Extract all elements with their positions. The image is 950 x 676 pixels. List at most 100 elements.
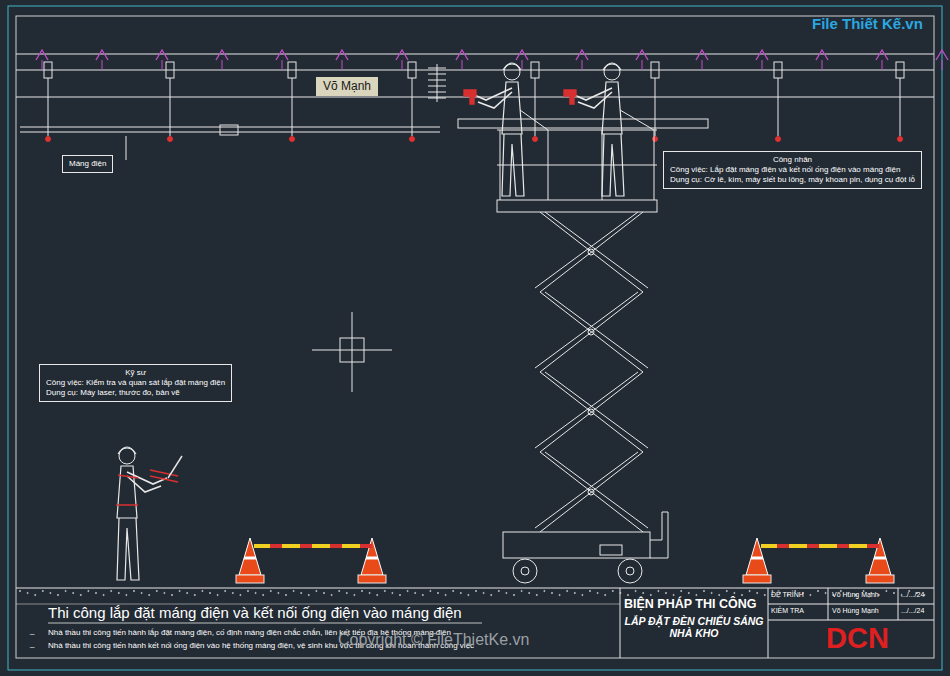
harness-line (520, 110, 548, 130)
ground-hatch (483, 592, 484, 593)
tray-section (458, 119, 708, 128)
ground-hatch (118, 592, 119, 593)
bracket-rod (762, 60, 763, 70)
ground-hatch (255, 592, 256, 593)
ground-hatch (810, 594, 811, 595)
hanger-rod (535, 78, 536, 136)
ground-hatch (696, 594, 697, 595)
bracket-rod (942, 60, 943, 70)
cone-stripe (366, 557, 378, 560)
magenta-bracket (396, 50, 408, 60)
ground-hatch (308, 594, 309, 595)
ground-hatch (719, 594, 720, 595)
magenta-bracket (936, 50, 948, 60)
ground-hatch (361, 590, 362, 591)
ground-hatch (126, 594, 127, 595)
scissor-arm (535, 452, 643, 532)
cone-stripe (874, 557, 886, 560)
magenta-bracket (756, 50, 768, 60)
bracket-rod (402, 60, 403, 70)
ground-hatch (559, 594, 560, 595)
person-legs (502, 134, 524, 196)
person-torso (602, 82, 622, 134)
hanger-end (290, 137, 295, 142)
ground-hatch (65, 590, 66, 591)
ground-hatch (111, 590, 112, 591)
clamp-box (44, 62, 52, 78)
titleblock-cell: Võ Hùng Mạnh (832, 607, 879, 615)
cone-stripe (244, 557, 256, 560)
ground-hatch (574, 592, 575, 593)
cone-base (743, 575, 771, 583)
bracket-rod (282, 60, 283, 70)
ceiling-line (16, 54, 934, 55)
callout-text: Công việc: Lắp đặt máng điện và kết nối … (670, 165, 915, 175)
ground-hatch (437, 592, 438, 593)
watermark-logo: File Thiết Kế.vn (812, 15, 923, 32)
bracket-rod (522, 60, 523, 70)
scissor-pin (588, 489, 594, 495)
ground-hatch (27, 592, 28, 593)
ground-hatch (650, 594, 651, 595)
person-torso (117, 466, 137, 518)
wheel (513, 559, 537, 583)
bracket-rod (882, 60, 883, 70)
ground-hatch (323, 592, 324, 593)
ground-hatch (749, 590, 750, 591)
helmet (603, 63, 621, 70)
ground-hatch (202, 590, 203, 591)
traffic-cone (239, 538, 261, 575)
scissor-arm (535, 372, 643, 452)
ground-hatch (422, 594, 423, 595)
ground-hatch (407, 590, 408, 591)
barrier-bar (761, 544, 876, 548)
wheel (618, 559, 642, 583)
magenta-bracket (96, 50, 108, 60)
ground-hatch (232, 592, 233, 593)
hanger-end (168, 137, 173, 142)
magenta-bracket (456, 50, 468, 60)
hanger-rod (655, 78, 656, 136)
cone-base (866, 575, 894, 583)
ground-hatch (80, 594, 81, 595)
barrier-stripe (837, 544, 849, 548)
person-head (604, 64, 620, 80)
ground-hatch (278, 592, 279, 593)
ground-hatch (475, 590, 476, 591)
ground-hatch (171, 594, 172, 595)
ground-hatch (711, 592, 712, 593)
rail-post (500, 130, 501, 200)
ground-hatch (50, 592, 51, 593)
ground-hatch (399, 594, 400, 595)
titleblock-line (768, 604, 934, 605)
ground-hatch (893, 592, 894, 593)
ground-hatch (757, 592, 758, 593)
ground-hatch (187, 592, 188, 593)
ground-hatch (263, 594, 264, 595)
drill (464, 90, 476, 104)
person-legs (602, 134, 624, 196)
titleblock-line (768, 588, 769, 658)
ground-hatch (354, 594, 355, 595)
wheel-hub (521, 567, 529, 575)
ground-hatch (339, 590, 340, 591)
callout-box: Kỹ sưCông việc: Kiểm tra và quan sát lắp… (39, 364, 232, 402)
ground-hatch (384, 590, 385, 591)
person-head (119, 448, 135, 464)
ground-hatch (597, 592, 598, 593)
helmet (118, 447, 136, 454)
decoration-group (16, 50, 948, 658)
leader-line (126, 136, 127, 160)
drawing-title: Thi công lắp đặt máng điện và kết nối ốn… (48, 604, 462, 621)
callout-heading: Kỹ sư (46, 368, 225, 378)
callout-box: Công nhânCông việc: Lắp đặt máng điện và… (663, 151, 922, 189)
hanger-rod (900, 78, 901, 136)
ground-hatch (293, 590, 294, 591)
ground-hatch (506, 592, 507, 593)
hanger-end (46, 137, 51, 142)
ground-hatch (491, 594, 492, 595)
ground-hatch (643, 592, 644, 593)
callout-text: Dụng cụ: Máy laser, thước đo, bản vẽ (46, 388, 225, 398)
ground-hatch (468, 594, 469, 595)
